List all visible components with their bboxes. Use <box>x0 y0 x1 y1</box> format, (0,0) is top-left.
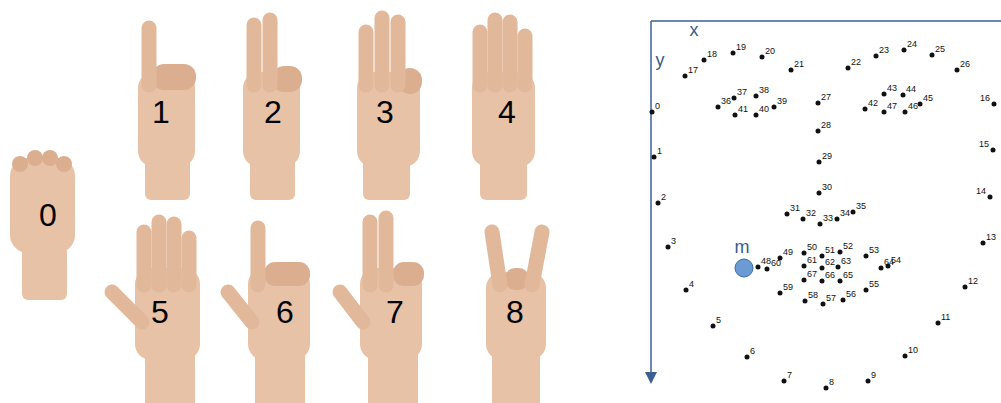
landmark-number: 23 <box>879 45 889 55</box>
gesture-number: 5 <box>151 294 169 330</box>
hand-gesture-5 <box>112 222 200 403</box>
hand-gesture-2 <box>243 20 302 200</box>
landmark-number: 51 <box>825 245 835 255</box>
landmark-number: 55 <box>869 279 879 289</box>
landmark-number: 61 <box>807 255 817 265</box>
landmark-number: 66 <box>825 270 835 280</box>
landmark-number: 40 <box>759 104 769 114</box>
landmark-number: 62 <box>825 257 835 267</box>
gesture-number: 8 <box>506 294 524 330</box>
hand-gesture-6 <box>228 228 310 403</box>
landmark-number: 10 <box>908 345 918 355</box>
landmark-number: 44 <box>906 84 916 94</box>
gesture-number: 1 <box>152 94 170 130</box>
hand-gesture-1 <box>138 28 196 200</box>
landmark-number: 38 <box>759 85 769 95</box>
landmark-number: 49 <box>783 247 793 257</box>
landmark-number: 9 <box>871 370 876 380</box>
landmark-number: 25 <box>935 44 945 54</box>
landmark-number: 45 <box>923 93 933 103</box>
gesture-number: 7 <box>386 294 404 330</box>
landmark-number: 50 <box>807 242 817 252</box>
landmark-number: 57 <box>826 293 836 303</box>
landmark-number: 28 <box>821 120 831 130</box>
landmark-number: 58 <box>808 290 818 300</box>
landmark-number: 36 <box>721 96 731 106</box>
hand-gesture-7 <box>340 218 424 403</box>
axis-label: y <box>656 50 665 70</box>
landmark-number: 60 <box>771 258 781 268</box>
landmark-number: 16 <box>980 93 990 103</box>
landmark-number: 6 <box>750 346 755 356</box>
landmark-number: 5 <box>716 315 721 325</box>
landmark-number: 46 <box>908 101 918 111</box>
landmark-number: 42 <box>868 98 878 108</box>
landmark-number: 52 <box>843 241 853 251</box>
hand-gesture-8 <box>486 232 546 403</box>
landmark-number: 39 <box>777 96 787 106</box>
landmark-number: 22 <box>851 57 861 67</box>
landmark-dots <box>650 48 997 391</box>
axis-label: x <box>690 20 699 40</box>
landmark-number: 15 <box>979 139 989 149</box>
landmark-number: 63 <box>841 256 851 266</box>
landmark-number: 8 <box>829 377 834 387</box>
hand-gesture-3 <box>357 18 422 200</box>
landmark-number: 65 <box>843 270 853 280</box>
landmark-number: 64 <box>884 257 894 267</box>
landmark-number: 35 <box>856 201 866 211</box>
landmark-number: 1 <box>657 146 662 156</box>
landmark-number: 14 <box>976 186 986 196</box>
landmark-number: 37 <box>737 87 747 97</box>
landmark-number: 11 <box>941 312 950 322</box>
axis-label: m <box>735 237 750 257</box>
gesture-number: 2 <box>264 94 282 130</box>
landmark-number: 32 <box>806 208 816 218</box>
landmark-number: 56 <box>846 289 856 299</box>
landmark-number: 2 <box>661 192 666 202</box>
hand-gesture-4 <box>472 20 535 200</box>
landmark-number: 17 <box>688 65 698 75</box>
landmark-number: 59 <box>783 282 793 292</box>
gesture-number: 0 <box>39 197 57 233</box>
landmark-number: 12 <box>968 276 978 286</box>
gesture-number: 3 <box>376 94 394 130</box>
hand-gesture-0 <box>10 150 75 300</box>
landmark-number: 18 <box>707 49 717 59</box>
landmark-number: 34 <box>840 208 850 218</box>
landmark-number: 67 <box>807 269 817 279</box>
landmark-number: 29 <box>822 151 832 161</box>
landmark-number: 41 <box>738 104 748 114</box>
gesture-number: 6 <box>276 294 294 330</box>
landmark-number: 30 <box>822 182 832 192</box>
landmark-number: 53 <box>869 245 879 255</box>
landmark-number: 33 <box>823 213 833 223</box>
landmark-number: 3 <box>671 236 676 246</box>
landmark-number: 48 <box>761 256 771 266</box>
gesture-number: 4 <box>498 94 516 130</box>
coordinate-axes <box>645 21 1001 384</box>
landmark-number: 26 <box>960 59 970 69</box>
landmark-number: 4 <box>689 279 694 289</box>
landmark-number: 47 <box>887 101 897 111</box>
point-m-marker <box>735 259 753 277</box>
landmark-number: 20 <box>765 46 775 56</box>
landmark-number: 31 <box>790 203 800 213</box>
landmark-number: 19 <box>736 42 746 52</box>
landmark-number: 7 <box>787 370 792 380</box>
landmark-number: 24 <box>907 39 917 49</box>
landmark-number: 27 <box>821 92 831 102</box>
landmark-number: 21 <box>794 59 804 69</box>
landmark-number: 0 <box>655 101 660 111</box>
landmark-number: 43 <box>887 83 897 93</box>
landmark-number: 13 <box>986 232 996 242</box>
